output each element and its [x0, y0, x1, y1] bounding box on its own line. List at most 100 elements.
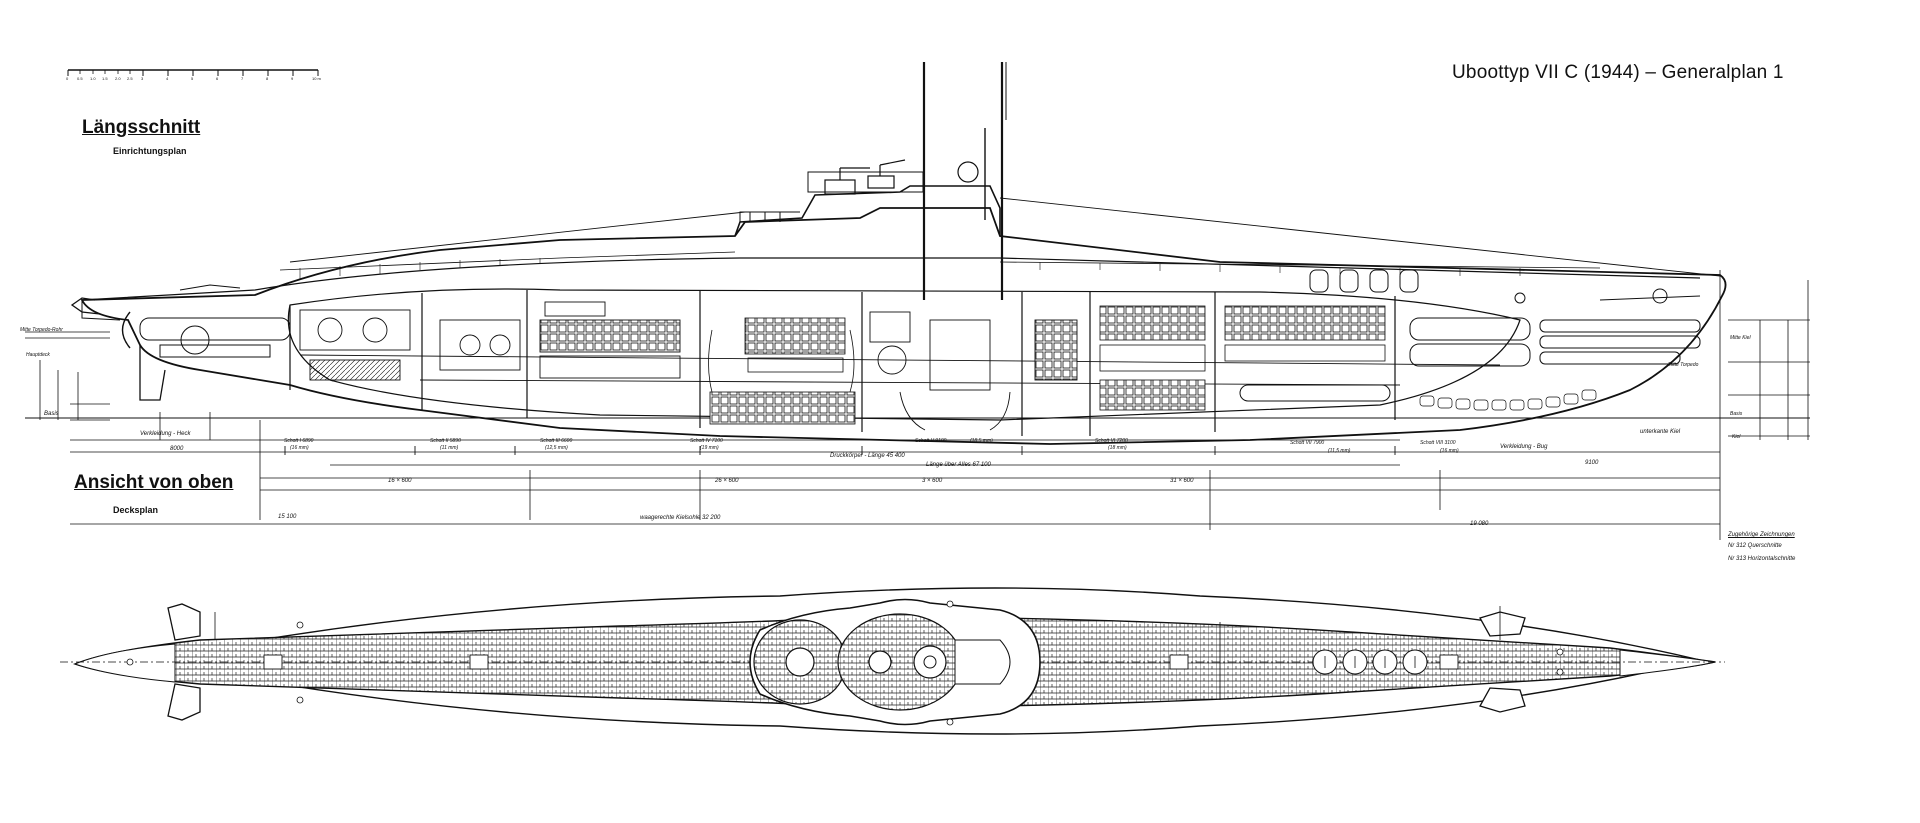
stern-hydroplanes: [167, 603, 201, 721]
bollards: [126, 600, 1564, 726]
df-loop: [957, 161, 979, 183]
side-label-torpedo-axis: Mitte Torpedo-Rohr: [20, 327, 63, 333]
dim-overall-length: Länge über Alles 67 100: [926, 462, 991, 468]
frame-ticks: [284, 446, 1396, 455]
deck-rail-stanchions: [299, 258, 1521, 280]
frame-thickness: (11,5 mm): [1328, 448, 1351, 454]
top-view-subtitle: Decksplan: [113, 505, 159, 515]
dim-9100: 9100: [1585, 460, 1599, 466]
scale-tick-label: 0: [66, 76, 69, 81]
frame-thickness: (19 mm): [700, 445, 719, 451]
motor-room: [299, 309, 411, 381]
dim-19080: 19 080: [1470, 521, 1489, 527]
bow-anchor: [1514, 288, 1668, 304]
top-view: [60, 587, 1725, 735]
flak-guns: [824, 159, 906, 195]
control-room: [869, 311, 1078, 431]
dim-15100: 15 100: [278, 514, 297, 520]
bulkheads: [289, 290, 1396, 436]
dim-keel-level: waagerechte Kielsohle 32 200: [640, 515, 721, 521]
stern-planes: [70, 297, 166, 401]
frame-label: Schott VII 7900: [1290, 440, 1325, 446]
scale-tick-label: 6: [216, 76, 219, 81]
side-label-torpedo-centre: Mitte Torpedo: [1668, 362, 1699, 368]
diesel-engine-room: [439, 301, 681, 379]
scale-tick-label: 8: [266, 76, 269, 81]
dim-pressure-hull-length: Druckkörper - Länge 45 400: [830, 453, 905, 459]
frame-thickness: (16 mm): [1440, 448, 1459, 454]
scale-tick-label: 2.0: [115, 76, 121, 81]
aft-battery: [708, 317, 856, 425]
scale-tick-label: 0.5: [77, 76, 83, 81]
scale-tick-label: 9: [291, 76, 294, 81]
scale-bar: [67, 69, 319, 76]
side-label-keel-centre: Mitte Kiel: [1730, 335, 1751, 341]
frame-thickness: (12,5 mm): [545, 445, 568, 451]
frame-thickness: (11 mm): [440, 445, 459, 451]
frame-label: Schott IV 7100: [690, 438, 723, 444]
frame-thickness: (18 mm): [1108, 445, 1127, 451]
frame-thickness: (16 mm): [290, 445, 309, 451]
reference-item: Nr 312 Querschnitte: [1728, 543, 1782, 549]
dim-8000: 8000: [170, 446, 184, 452]
scale-tick-label: 3: [141, 76, 144, 81]
frame-thickness: (18,5 mm): [970, 438, 993, 444]
dim-31x600: 31 × 600: [1170, 478, 1194, 484]
bow-torpedo-room: [1239, 295, 1701, 402]
longitudinal-section-subtitle: Einrichtungsplan: [113, 146, 187, 156]
dim-bow-cladding: Verkleidung - Bug: [1500, 444, 1548, 450]
internal-decks: [299, 354, 1501, 386]
pressure-hull: [287, 288, 1521, 421]
bow-hydroplanes: [1479, 611, 1526, 713]
side-label-base-left: Basis: [44, 411, 59, 417]
scale-tick-label: 10 m: [312, 76, 321, 81]
side-label-keel: Kiel: [1732, 434, 1741, 440]
upper-deck: [81, 257, 1701, 301]
scale-tick-label: 2.5: [127, 76, 133, 81]
longitudinal-section: [25, 62, 1810, 540]
flak-mount-2: [868, 650, 892, 674]
dim-16x600: 16 × 600: [388, 478, 412, 484]
left-dimension-stack: [39, 360, 211, 440]
wintergarten: [739, 211, 800, 222]
dimension-lines: [70, 270, 1721, 540]
scale-tick-label: 5: [191, 76, 194, 81]
dim-26x600: 26 × 600: [715, 478, 739, 484]
conning-tower: [734, 185, 1001, 237]
foredeck-canister-marks: [1324, 656, 1416, 668]
jumping-wire: [289, 197, 1721, 277]
top-view-dimensions: [214, 606, 1501, 700]
bridge-compartment: [954, 639, 1011, 685]
side-label-main-deck: Hauptdeck: [26, 352, 50, 358]
dim-3x600: 3 × 600: [922, 478, 943, 484]
frame-label: Schott VIII 3100: [1420, 440, 1456, 446]
frame-label: Schott III 6600: [540, 438, 573, 444]
frame-label: Schott VI 7200: [1095, 438, 1128, 444]
frame-label: Schott V 9100: [915, 438, 947, 444]
scale-tick-label: 4: [166, 76, 169, 81]
dim-stern-cladding: Verkleidung - Heck: [140, 431, 191, 437]
keel-ballast: [1419, 389, 1597, 411]
deck-hatches: [263, 654, 1459, 670]
drawing-title: Uboottyp VII C (1944) – Generalplan 1: [1452, 62, 1784, 83]
scale-tick-label: 7: [241, 76, 244, 81]
top-view-title: Ansicht von oben: [74, 472, 234, 493]
deck-canisters: [1309, 269, 1419, 293]
flak-mount-1: [785, 647, 815, 677]
references-heading: Zugehörige Zeichnungen: [1728, 532, 1795, 538]
longitudinal-section-title: Längsschnitt: [82, 117, 201, 138]
frame-label: Schott II 5890: [430, 438, 461, 444]
scale-tick-label: 1.0: [90, 76, 96, 81]
forward-battery: [1099, 305, 1386, 411]
scale-tick-label: 1.5: [102, 76, 108, 81]
periscope-plan-inner: [923, 655, 937, 669]
dim-keel-underside: unterkante Kiel: [1640, 429, 1681, 435]
stern-deck-end: [73, 643, 176, 683]
reference-item: Nr 313 Horizontalschnitte: [1728, 556, 1796, 562]
hull-outline: [80, 207, 1727, 445]
frame-label: Schott I 6890: [284, 438, 314, 444]
stern-torpedo-room: [81, 284, 291, 358]
side-label-base-right: Basis: [1730, 411, 1743, 417]
bow-deck-end: [1619, 649, 1716, 677]
